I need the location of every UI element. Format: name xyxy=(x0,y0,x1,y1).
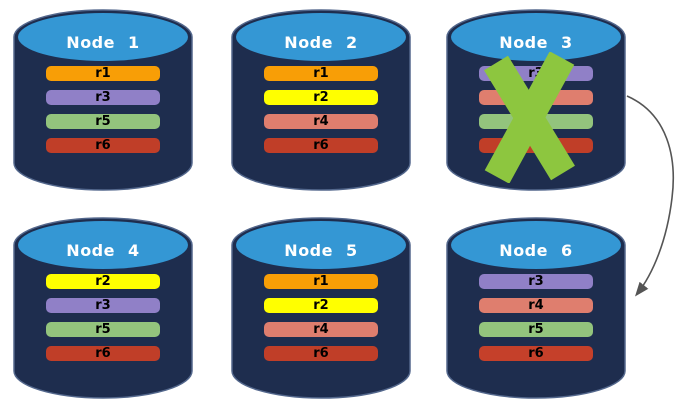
replica-label: r3 xyxy=(528,274,544,289)
replica-bar: r3 xyxy=(46,90,160,105)
replica-bar: r6 xyxy=(264,138,378,153)
replica-label: r2 xyxy=(95,274,111,289)
node-title: Node 1 xyxy=(66,33,140,52)
replica-bar: r5 xyxy=(46,322,160,337)
replica-list: r2 r3 r5 r6 xyxy=(46,274,160,361)
replica-bar: r6 xyxy=(264,346,378,361)
node-title: Node 2 xyxy=(284,33,358,52)
replica-bar: r2 xyxy=(264,298,378,313)
replica-label: r1 xyxy=(95,66,111,81)
replica-bar: r1 xyxy=(46,66,160,81)
node-title: Node 4 xyxy=(66,241,140,260)
arrow-curve xyxy=(626,95,675,297)
replica-label: r6 xyxy=(95,138,111,153)
replica-bar: r1 xyxy=(264,66,378,81)
replica-bar: r6 xyxy=(46,138,160,153)
replica-label: r3 xyxy=(95,90,111,105)
replica-label: r6 xyxy=(95,346,111,361)
cylinder-top xyxy=(236,13,406,61)
node-title: Node 5 xyxy=(284,241,358,260)
replica-bar: r4 xyxy=(264,322,378,337)
replica-bar: r3 xyxy=(479,274,593,289)
node-5: Node 5 r1 r2 r4 r6 xyxy=(231,216,411,399)
replica-bar: r4 xyxy=(264,114,378,129)
replica-label: r5 xyxy=(95,114,111,129)
replica-label: r1 xyxy=(313,66,329,81)
replica-label: r3 xyxy=(95,298,111,313)
replica-label: r6 xyxy=(313,138,329,153)
replica-bar: r3 xyxy=(46,298,160,313)
replica-bar: r1 xyxy=(264,274,378,289)
replica-bar: r2 xyxy=(46,274,160,289)
replica-list: r1 r2 r4 r6 xyxy=(264,274,378,361)
replica-label: r2 xyxy=(313,90,329,105)
replica-label: r1 xyxy=(313,274,329,289)
node-3: Node 3 r3 xyxy=(446,8,626,191)
replica-list: r1 r2 r4 r6 xyxy=(264,66,378,153)
replica-label: r4 xyxy=(528,298,544,313)
cylinder-top xyxy=(18,221,188,269)
replica-bar: r6 xyxy=(46,346,160,361)
replica-bar: r6 xyxy=(479,346,593,361)
node-4: Node 4 r2 r3 r5 r6 xyxy=(13,216,193,399)
replica-bar: r5 xyxy=(46,114,160,129)
replica-label: r4 xyxy=(313,322,329,337)
cylinder-top xyxy=(451,221,621,269)
replica-bar: r2 xyxy=(264,90,378,105)
replica-label: r2 xyxy=(313,298,329,313)
cylinder-top xyxy=(451,13,621,61)
node-2: Node 2 r1 r2 r4 r6 xyxy=(231,8,411,191)
node-title: Node 6 xyxy=(499,241,573,260)
node-title: Node 3 xyxy=(499,33,573,52)
replica-label: r5 xyxy=(95,322,111,337)
failure-cross-icon xyxy=(484,52,575,183)
replica-label: r5 xyxy=(528,322,544,337)
node-6: Node 6 r3 r4 r5 r6 xyxy=(446,216,626,399)
replica-bar: r4 xyxy=(479,298,593,313)
node-1: Node 1 r1 r3 r5 r6 xyxy=(13,8,193,191)
replica-label: r4 xyxy=(313,114,329,129)
cylinder-top xyxy=(18,13,188,61)
replica-list: r3 r4 r5 r6 xyxy=(479,274,593,361)
replica-label: r6 xyxy=(528,346,544,361)
cylinder-top xyxy=(236,221,406,269)
replica-bar: r5 xyxy=(479,322,593,337)
replica-label: r6 xyxy=(313,346,329,361)
replica-list: r1 r3 r5 r6 xyxy=(46,66,160,153)
